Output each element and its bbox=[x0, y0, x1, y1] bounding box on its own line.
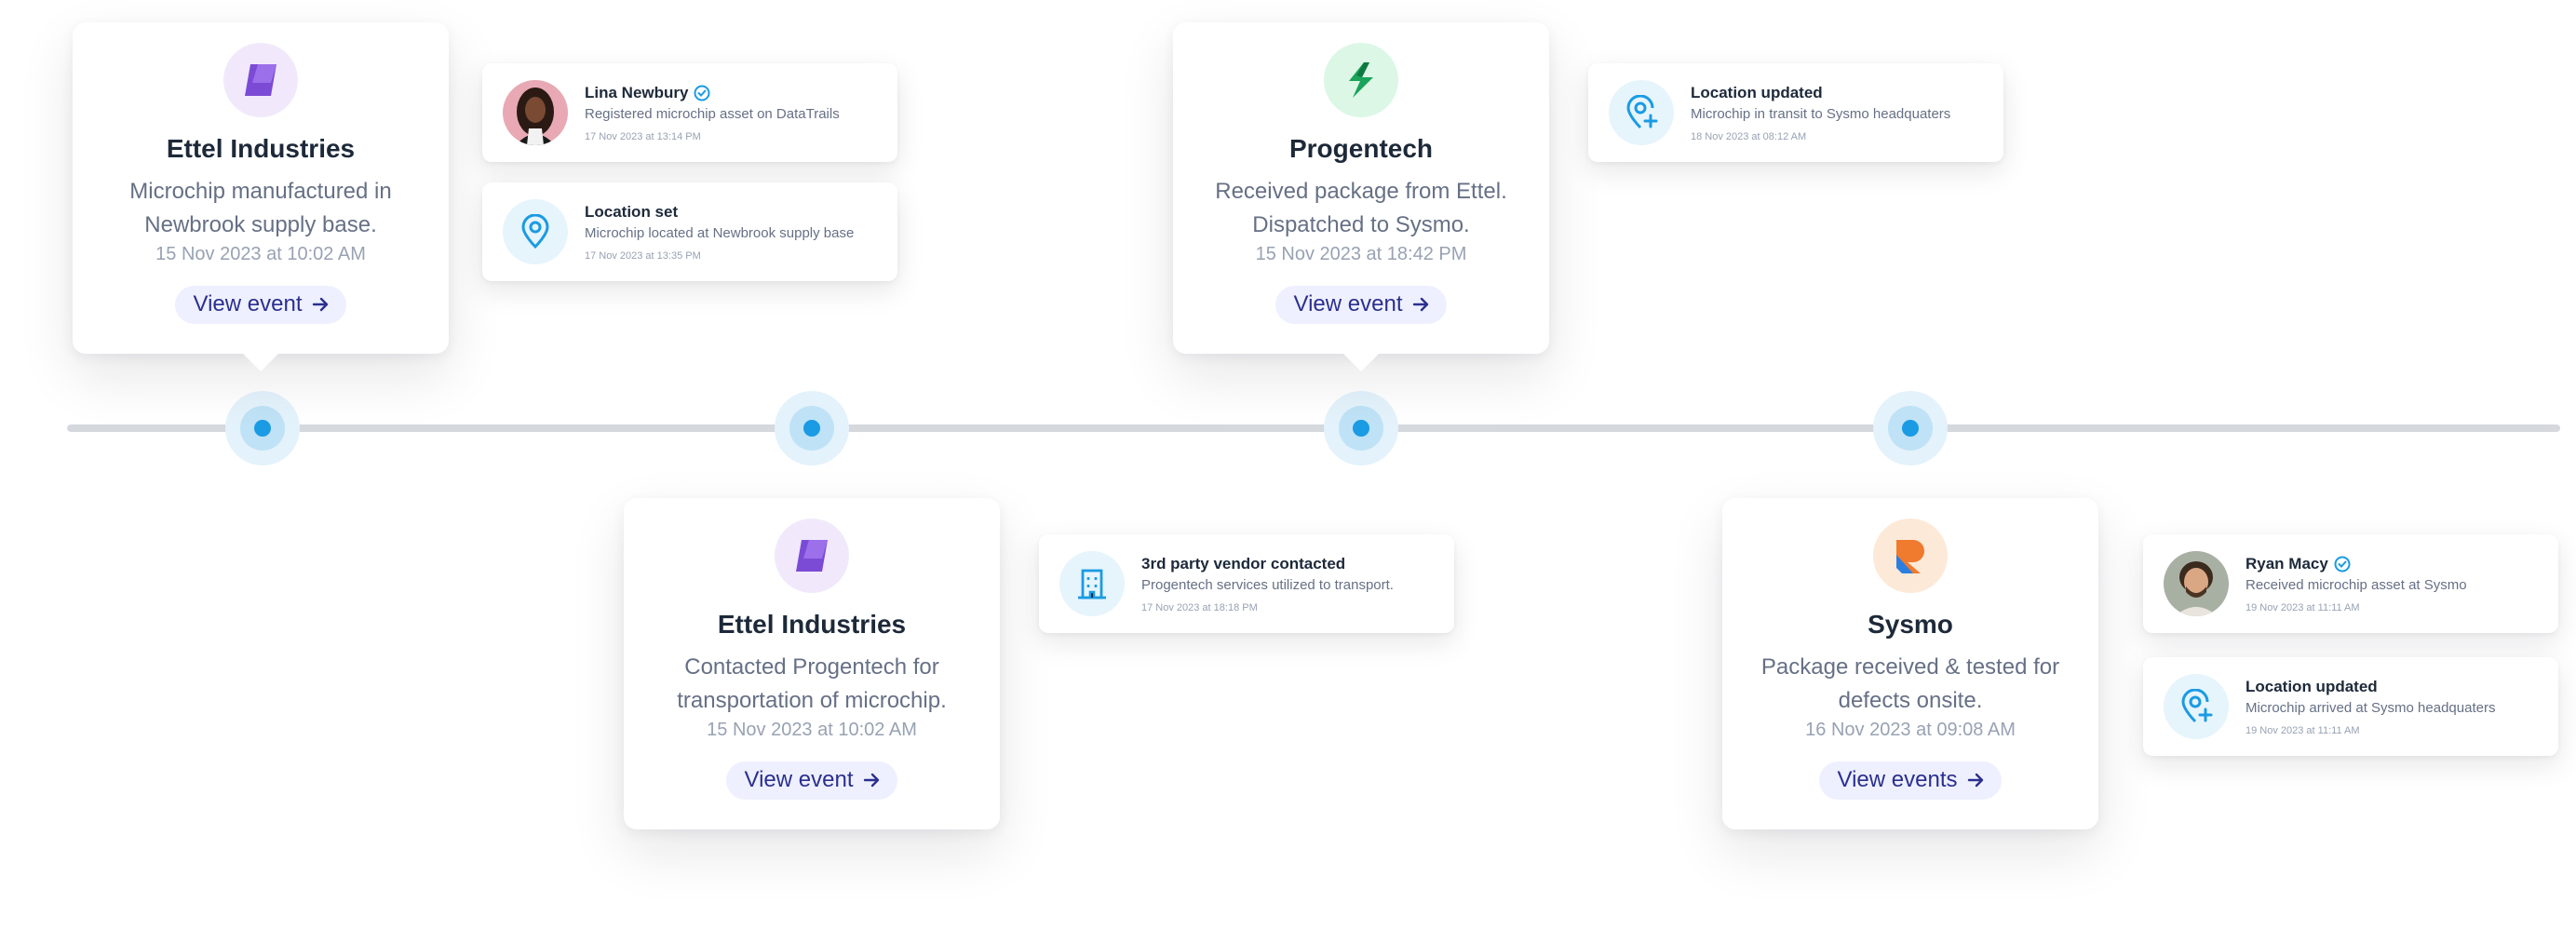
activity-title: Location updated bbox=[2246, 677, 2378, 695]
building-icon bbox=[1059, 551, 1125, 616]
activity-card[interactable]: Lina Newbury Registered microchip asset … bbox=[482, 63, 897, 162]
event-description: Received package from Ettel. Dispatched … bbox=[1215, 179, 1507, 237]
activity-date: 19 Nov 2023 at 11:11 AM bbox=[2246, 724, 2360, 736]
ettel-logo-icon bbox=[223, 43, 298, 117]
event-date: 15 Nov 2023 at 10:02 AM bbox=[155, 244, 366, 264]
arrow-right-icon bbox=[313, 297, 329, 312]
activity-title: Location updated bbox=[1691, 83, 1823, 101]
activity-card[interactable]: Ryan Macy Received microchip asset at Sy… bbox=[2143, 534, 2558, 633]
activity-subtitle: Microchip located at Newbrook supply bas… bbox=[585, 224, 855, 241]
view-event-button[interactable]: View event bbox=[725, 761, 898, 800]
view-events-label: View events bbox=[1837, 767, 1958, 792]
timeline-node[interactable] bbox=[225, 391, 300, 465]
avatar bbox=[2164, 551, 2229, 616]
event-date: 15 Nov 2023 at 10:02 AM bbox=[707, 720, 917, 740]
view-event-label: View event bbox=[744, 767, 854, 792]
company-name: Progentech bbox=[1288, 134, 1434, 163]
activity-title: Lina Newbury bbox=[585, 83, 689, 101]
activity-date: 17 Nov 2023 at 18:18 PM bbox=[1141, 601, 1258, 613]
location-pin-icon bbox=[503, 199, 568, 264]
view-event-button[interactable]: View event bbox=[174, 286, 347, 324]
activity-date: 19 Nov 2023 at 11:11 AM bbox=[2246, 601, 2360, 613]
ettel-logo-icon bbox=[775, 519, 849, 593]
event-card: Ettel Industries Microchip manufactured … bbox=[73, 22, 449, 354]
view-event-label: View event bbox=[1293, 291, 1403, 317]
activity-date: 18 Nov 2023 at 08:12 AM bbox=[1691, 130, 1807, 142]
progentech-logo-icon bbox=[1324, 43, 1398, 117]
arrow-right-icon bbox=[1968, 773, 1984, 788]
card-pointer bbox=[793, 480, 830, 499]
timeline-node[interactable] bbox=[1324, 391, 1398, 465]
company-name: Sysmo bbox=[1868, 610, 1953, 639]
activity-card[interactable]: Location updated Microchip arrived at Sy… bbox=[2143, 657, 2558, 756]
company-name: Ettel Industries bbox=[166, 134, 356, 163]
event-description: Contacted Progentech for transportation … bbox=[677, 654, 947, 713]
event-card: Progentech Received package from Ettel. … bbox=[1173, 22, 1549, 354]
event-date: 15 Nov 2023 at 18:42 PM bbox=[1255, 244, 1467, 264]
verified-badge-icon bbox=[2334, 556, 2351, 572]
activity-subtitle: Registered microchip asset on DataTrails bbox=[585, 105, 840, 122]
card-pointer bbox=[1892, 480, 1929, 499]
activity-date: 17 Nov 2023 at 13:14 PM bbox=[585, 130, 701, 142]
arrow-right-icon bbox=[1413, 297, 1429, 312]
activity-subtitle: Microchip arrived at Sysmo headquaters bbox=[2246, 699, 2496, 716]
activity-card[interactable]: Location updated Microchip in transit to… bbox=[1588, 63, 2003, 162]
event-card: Sysmo Package received & tested for defe… bbox=[1722, 498, 2098, 829]
event-card: Ettel Industries Contacted Progentech fo… bbox=[624, 498, 1000, 829]
event-date: 16 Nov 2023 at 09:08 AM bbox=[1805, 720, 2016, 740]
event-description: Microchip manufactured in Newbrook suppl… bbox=[129, 179, 392, 237]
activity-card[interactable]: 3rd party vendor contacted Progentech se… bbox=[1039, 534, 1454, 633]
location-add-icon bbox=[1609, 80, 1674, 145]
activity-subtitle: Microchip in transit to Sysmo headquater… bbox=[1691, 105, 1951, 122]
timeline-track bbox=[67, 424, 2560, 432]
activity-title: Ryan Macy bbox=[2246, 554, 2328, 573]
activity-title: Location set bbox=[585, 202, 679, 221]
view-events-button[interactable]: View events bbox=[1818, 761, 2003, 800]
event-description: Package received & tested for defects on… bbox=[1760, 654, 2060, 713]
verified-badge-icon bbox=[694, 85, 710, 101]
activity-card[interactable]: Location set Microchip located at Newbro… bbox=[482, 182, 897, 281]
activity-subtitle: Received microchip asset at Sysmo bbox=[2246, 576, 2467, 593]
timeline-node[interactable] bbox=[775, 391, 849, 465]
card-pointer bbox=[242, 353, 279, 371]
arrow-right-icon bbox=[864, 773, 880, 788]
view-event-label: View event bbox=[193, 291, 303, 317]
view-event-button[interactable]: View event bbox=[1275, 286, 1448, 324]
card-pointer bbox=[1342, 353, 1380, 371]
avatar bbox=[503, 80, 568, 145]
company-name: Ettel Industries bbox=[717, 610, 907, 639]
location-add-icon bbox=[2164, 674, 2229, 739]
activity-subtitle: Progentech services utilized to transpor… bbox=[1141, 576, 1394, 593]
timeline-node[interactable] bbox=[1873, 391, 1948, 465]
sysmo-logo-icon bbox=[1873, 519, 1948, 593]
activity-date: 17 Nov 2023 at 13:35 PM bbox=[585, 249, 701, 262]
activity-title: 3rd party vendor contacted bbox=[1141, 554, 1346, 573]
